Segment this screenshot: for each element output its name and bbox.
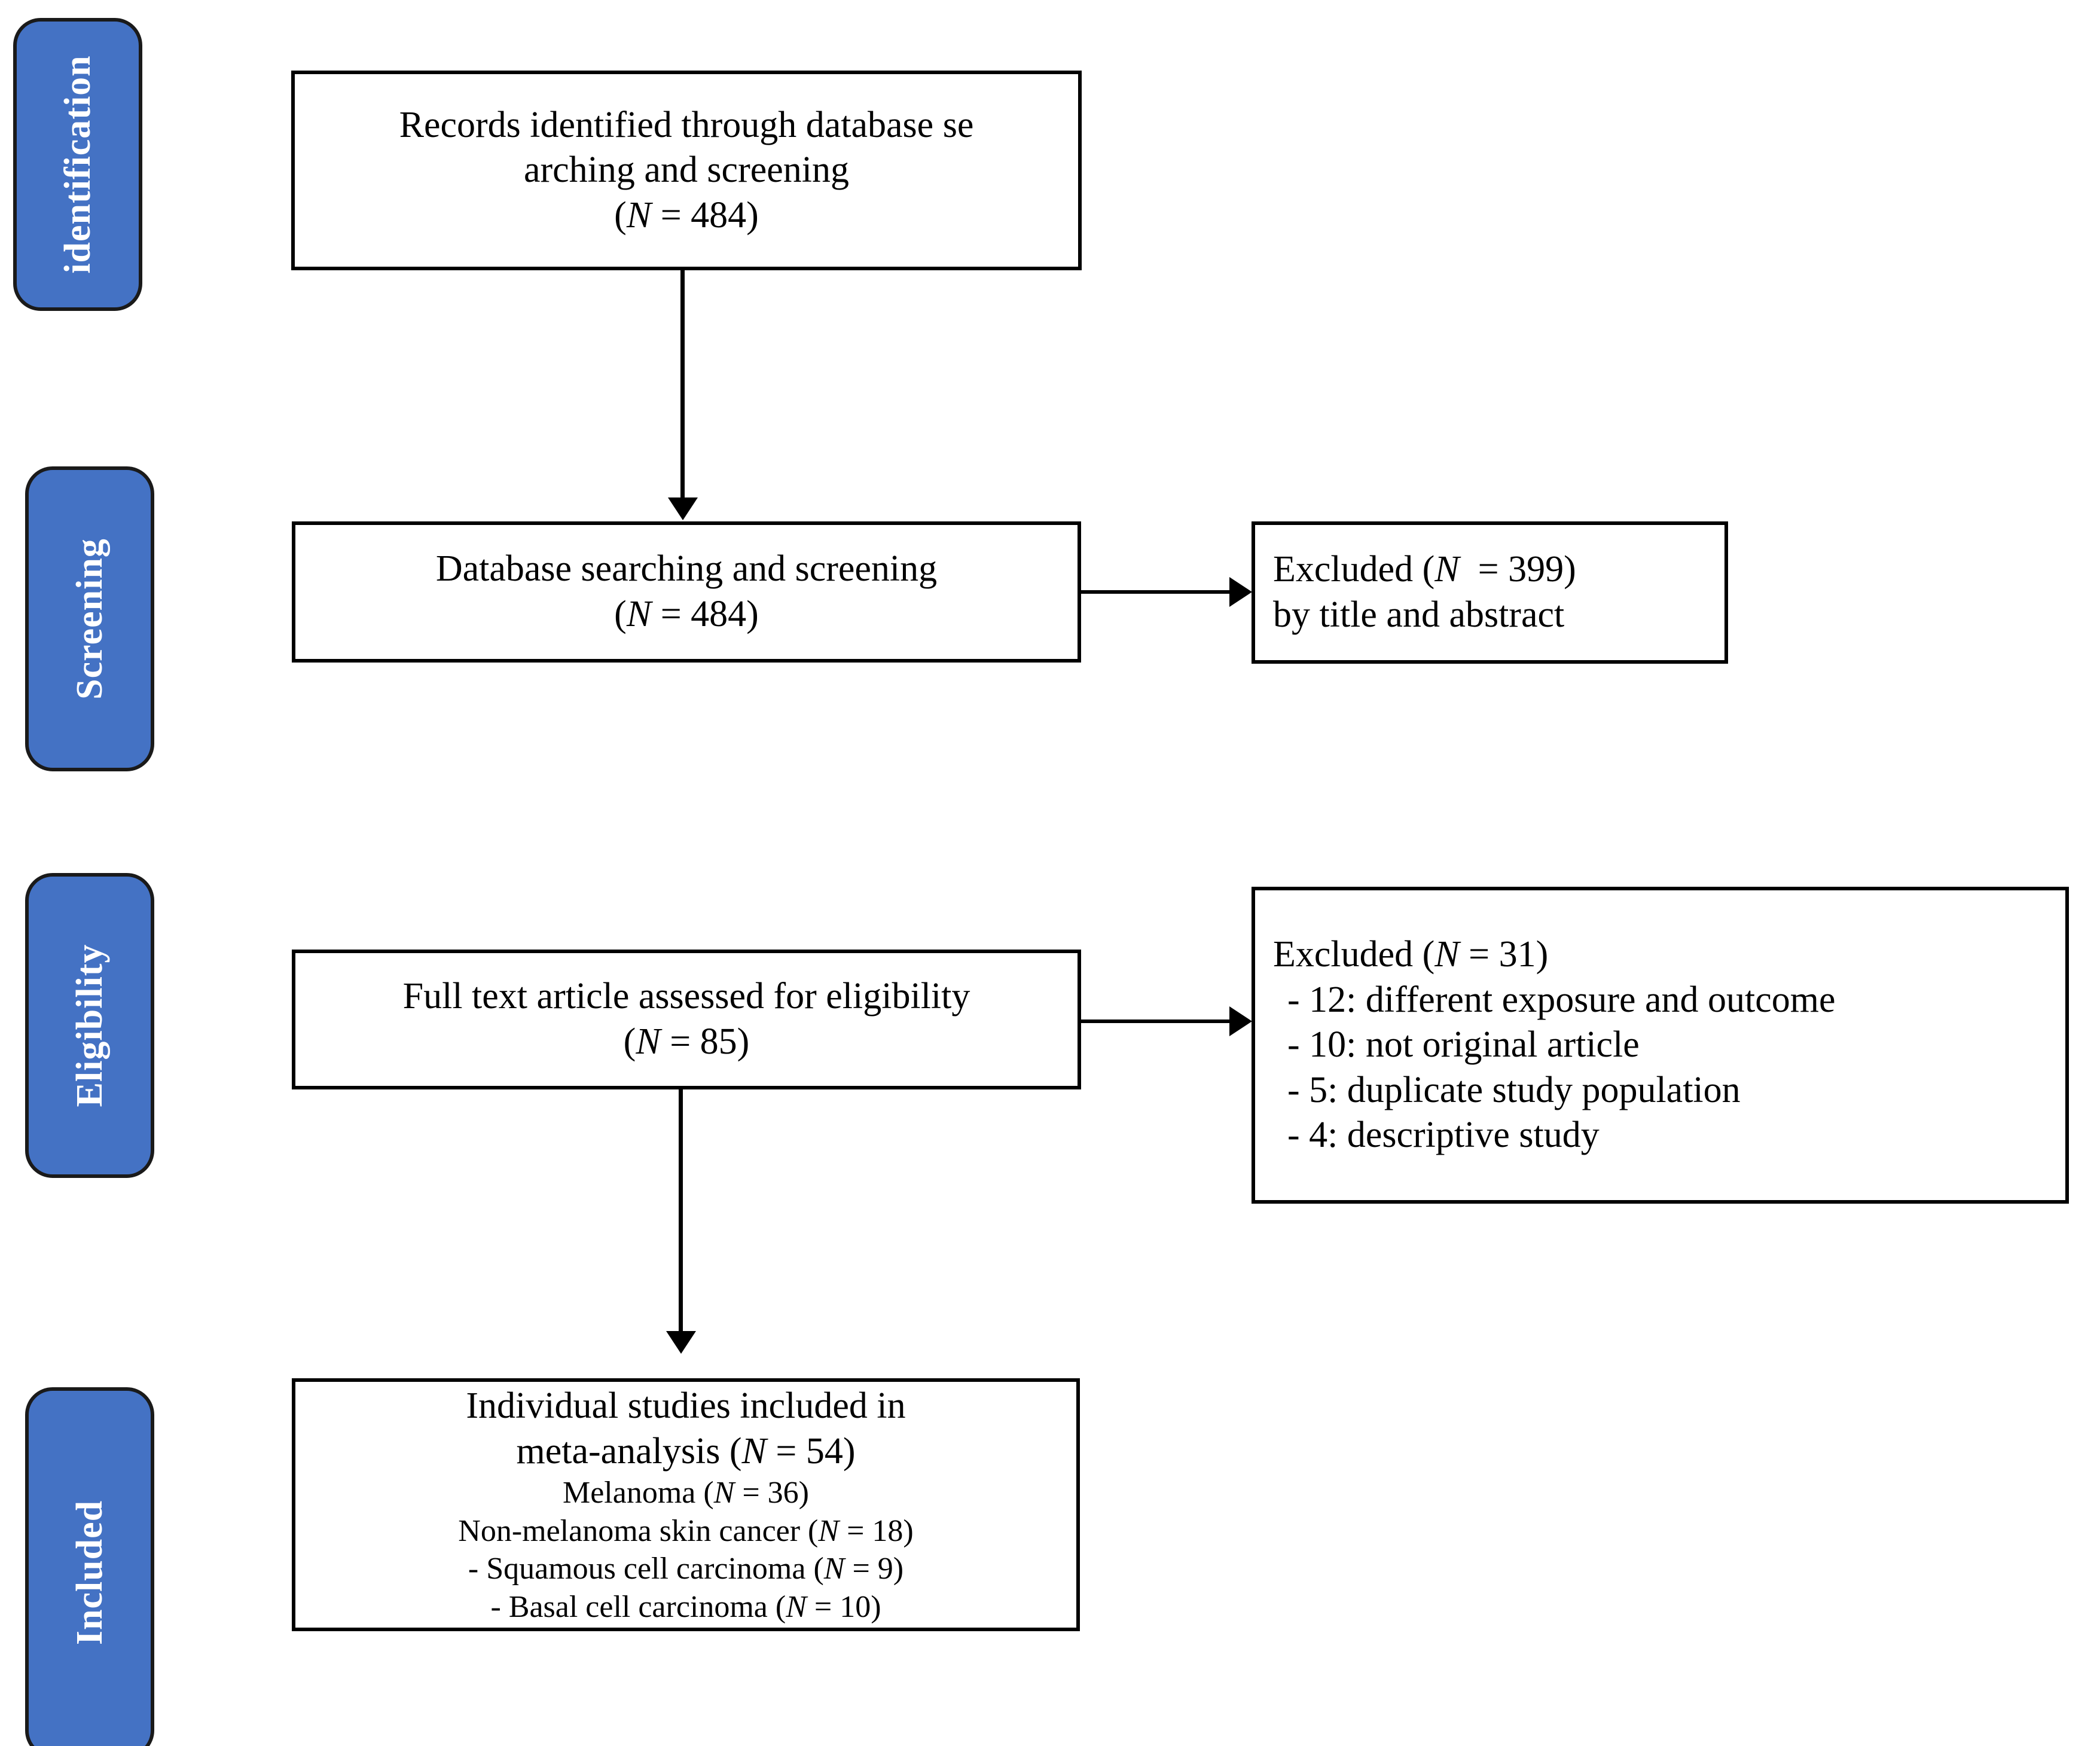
box-records-identified-line-1: Records identified through database se: [399, 104, 974, 145]
box-database-screening-line-1: Database searching and screening: [435, 548, 938, 590]
stage-tab-eligibility-label: Eligibility: [69, 944, 110, 1107]
connector-eligibility-to-included: [679, 1089, 683, 1335]
box-records-identified: Records identified through database se a…: [291, 71, 1082, 270]
arrowhead-screening-to-excluded: [1229, 577, 1252, 607]
box-excluded-eligibility-reason-3: - 5: duplicate study population: [1287, 1069, 1741, 1110]
box-excluded-eligibility-reason-4: - 4: descriptive study: [1287, 1115, 1600, 1156]
arrowhead-identified-to-screening: [668, 497, 698, 520]
box-included-studies-title-1: Individual studies included in: [466, 1385, 906, 1426]
stage-tab-identification: identification: [13, 18, 142, 311]
box-included-studies: Individual studies included in meta-anal…: [292, 1378, 1080, 1631]
box-included-studies-detail-4: - Basal cell carcinoma (N = 10): [490, 1589, 881, 1624]
box-excluded-eligibility: Excluded (N = 31) - 12: different exposu…: [1252, 887, 2069, 1204]
box-excluded-eligibility-reason-2: - 10: not original article: [1287, 1024, 1640, 1066]
box-included-studies-title-2: meta-analysis (N = 54): [516, 1430, 856, 1472]
connector-identified-to-screening: [680, 269, 685, 501]
box-full-text-assessed: Full text article assessed for eligibili…: [292, 950, 1081, 1089]
box-database-screening: Database searching and screening (N = 48…: [292, 521, 1081, 663]
stage-tab-identification-label: identification: [57, 55, 98, 274]
box-included-studies-detail-3: - Squamous cell carcinoma (N = 9): [468, 1552, 904, 1586]
box-excluded-screening-reason: by title and abstract: [1273, 594, 1565, 635]
box-records-identified-line-2: arching and screening: [524, 149, 849, 191]
connector-eligibility-to-excluded: [1081, 1019, 1231, 1023]
arrowhead-eligibility-to-included: [666, 1331, 696, 1354]
box-excluded-screening: Excluded (N = 399) by title and abstract: [1252, 521, 1728, 664]
connector-screening-to-excluded: [1081, 590, 1231, 594]
box-records-identified-count: (N = 484): [614, 194, 759, 236]
box-full-text-assessed-line-1: Full text article assessed for eligibili…: [402, 976, 970, 1017]
stage-tab-included-label: Included: [69, 1500, 110, 1646]
stage-tab-eligibility: Eligibility: [25, 873, 154, 1178]
box-excluded-eligibility-reason-1: - 12: different exposure and outcome: [1287, 979, 1836, 1020]
box-included-studies-detail-1: Melanoma (N = 36): [562, 1476, 810, 1510]
stage-tab-screening: Screening: [25, 466, 154, 771]
stage-tab-screening-label: Screening: [69, 538, 110, 700]
box-full-text-assessed-count: (N = 85): [623, 1021, 750, 1062]
box-excluded-eligibility-heading: Excluded (N = 31): [1273, 933, 1549, 975]
box-excluded-screening-heading: Excluded (N = 399): [1273, 549, 1576, 590]
arrowhead-eligibility-to-excluded: [1229, 1006, 1252, 1036]
stage-tab-included: Included: [25, 1387, 154, 1746]
box-database-screening-count: (N = 484): [614, 594, 759, 634]
box-included-studies-detail-2: Non-melanoma skin cancer (N = 18): [458, 1513, 914, 1548]
